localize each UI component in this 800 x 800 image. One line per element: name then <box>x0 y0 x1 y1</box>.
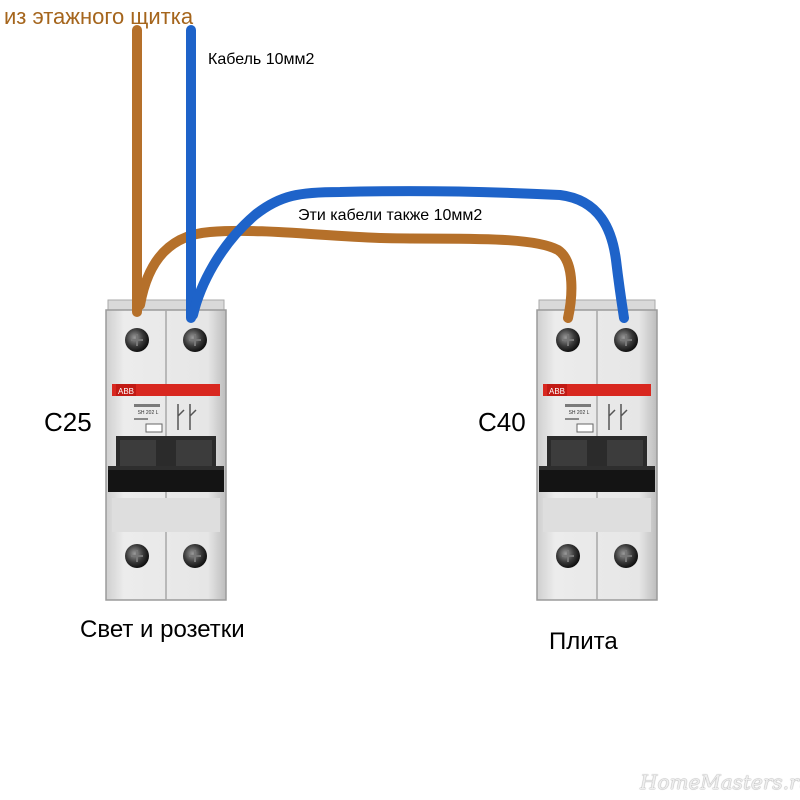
breaker-right: ABB SH 202 L <box>536 299 658 601</box>
breaker-left-purpose: Свет и розетки <box>80 616 245 643</box>
source-label: из этажного щитка <box>4 4 194 29</box>
breaker-right-purpose: Плита <box>549 628 618 655</box>
breaker-left-brand: ABB <box>118 387 134 396</box>
breaker-right-model: SH 202 L <box>569 410 590 416</box>
blue-jumper-wire <box>188 186 629 323</box>
breaker-right-rating: C40 <box>478 407 526 437</box>
breaker-left-rating: C25 <box>44 407 92 437</box>
main-cable-label: Кабель 10мм2 <box>208 51 315 68</box>
watermark: HomeMasters.ru <box>640 770 800 794</box>
breaker-left-model: SH 202 L <box>138 410 159 416</box>
brown-jumper-wire <box>135 225 577 323</box>
breaker-right-brand: ABB <box>549 387 565 396</box>
breaker-left: ABB SH 202 L <box>105 299 227 601</box>
jumper-cable-label: Эти кабели также 10мм2 <box>298 207 483 224</box>
